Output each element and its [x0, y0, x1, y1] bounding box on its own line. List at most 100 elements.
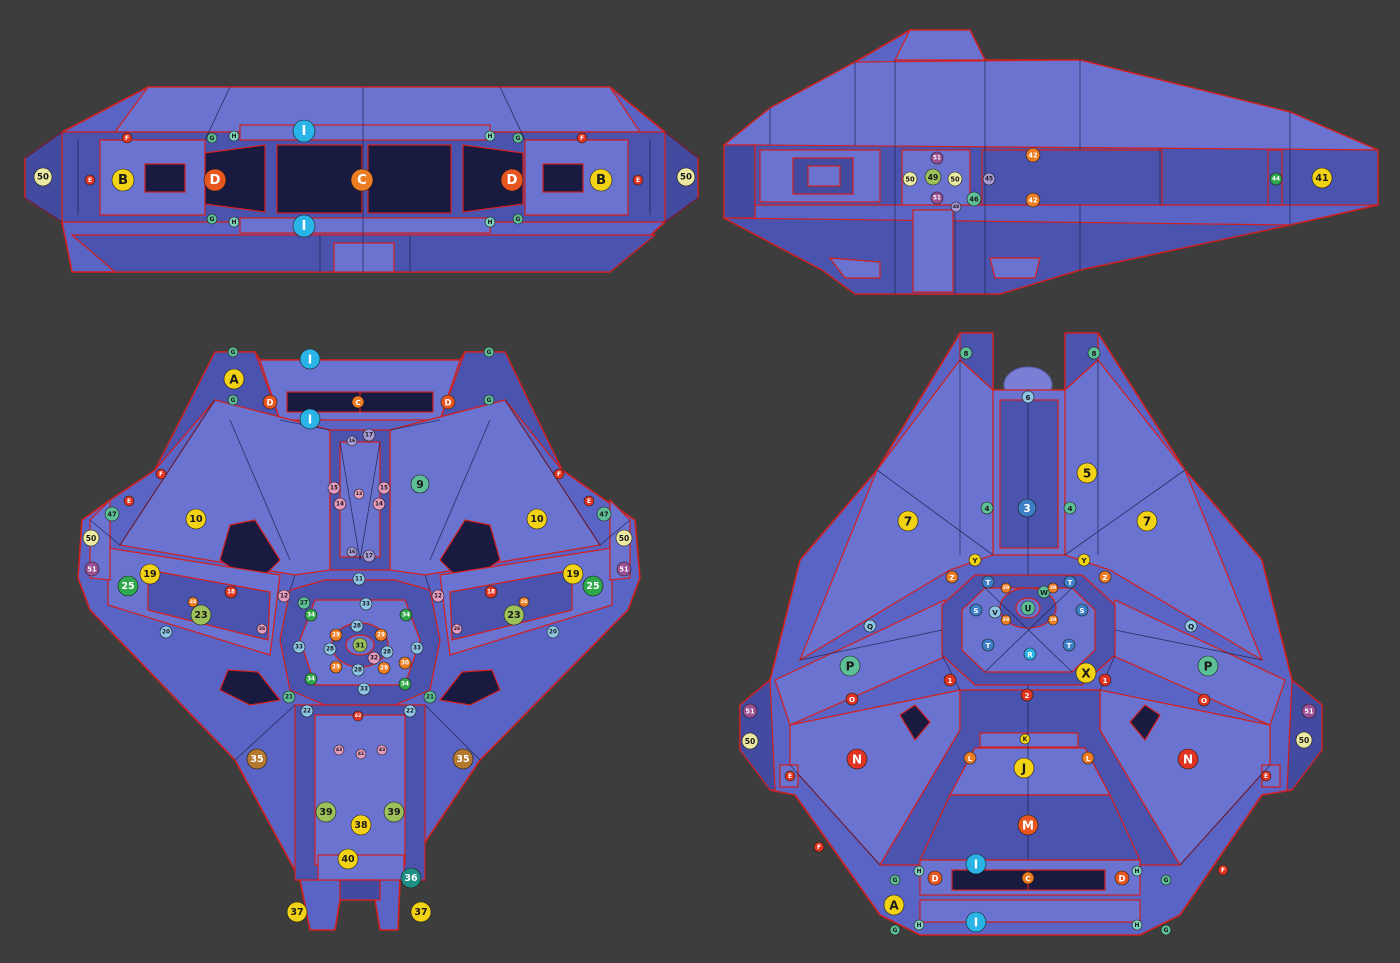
- marker-label: 21: [426, 695, 434, 701]
- marker-label: G: [516, 216, 521, 223]
- marker-circle: [484, 130, 496, 142]
- marker-34: 34: [398, 677, 412, 691]
- marker-22: 22: [403, 704, 417, 718]
- marker-33: 33: [292, 640, 306, 654]
- marker-circle: [484, 216, 496, 228]
- marker-14: 14: [372, 497, 386, 511]
- marker-33: 33: [359, 597, 373, 611]
- marker-g: G: [1160, 924, 1172, 936]
- marker-label: 28: [353, 624, 361, 630]
- marker-42: 42: [1025, 192, 1041, 208]
- marker-o: O: [1197, 693, 1211, 707]
- marker-25: 25: [582, 575, 604, 597]
- marker-label: E: [636, 177, 640, 184]
- marker-circle: [512, 132, 524, 144]
- marker-g: G: [1160, 874, 1172, 886]
- marker-circle: [121, 132, 133, 144]
- marker-circle: [483, 394, 495, 406]
- marker-label: 33: [360, 687, 368, 693]
- marker-label: B: [596, 173, 606, 188]
- marker-label: U: [1025, 604, 1032, 614]
- marker-circle: [927, 870, 943, 886]
- marker-label: 42: [1028, 152, 1038, 160]
- marker-label: 34: [401, 682, 409, 688]
- marker-label: G: [210, 135, 215, 142]
- marker-circle: [227, 346, 239, 358]
- marker-circle: [329, 628, 343, 642]
- marker-circle: [924, 168, 942, 186]
- marker-circle: [1269, 172, 1283, 186]
- marker-circle: [546, 625, 560, 639]
- marker-34: 34: [304, 608, 318, 622]
- marker-label: G: [231, 349, 236, 356]
- marker-circle: [1019, 733, 1031, 745]
- marker-circle: [512, 213, 524, 225]
- marker-label: 7: [1143, 515, 1151, 529]
- marker-label: D: [445, 398, 452, 408]
- marker-circle: [299, 408, 321, 430]
- marker-51: 51: [930, 191, 944, 205]
- marker-label: 50: [1299, 736, 1310, 745]
- marker-circle: [615, 529, 633, 547]
- marker-label: E: [1264, 773, 1268, 780]
- marker-circle: [562, 563, 584, 585]
- marker-label: 38: [354, 820, 368, 831]
- marker-label: O: [1201, 696, 1207, 705]
- marker-circle: [315, 801, 337, 823]
- marker-circle: [33, 167, 53, 187]
- marker-d: D: [262, 394, 278, 410]
- marker-label: 22: [303, 709, 311, 715]
- marker-circle: [889, 924, 901, 936]
- marker-circle: [84, 174, 96, 186]
- marker-38: 38: [350, 814, 372, 836]
- marker-circle: [357, 682, 371, 696]
- marker-circle: [228, 130, 240, 142]
- marker-label: 50: [86, 534, 97, 543]
- marker-circle: [1081, 751, 1095, 765]
- marker-label: 50: [680, 173, 692, 183]
- marker-g: G: [227, 346, 239, 358]
- marker-circle: [377, 661, 391, 675]
- marker-g: G: [206, 213, 218, 225]
- marker-label: I: [302, 124, 307, 139]
- marker-z: Z: [945, 570, 959, 584]
- marker-20: 20: [159, 625, 173, 639]
- marker-circle: [374, 628, 388, 642]
- marker-44: 44: [1269, 172, 1283, 186]
- marker-label: Z: [949, 573, 954, 582]
- marker-label: G: [210, 216, 215, 223]
- marker-label: Q: [1188, 622, 1194, 631]
- marker-label: C: [1025, 874, 1030, 883]
- marker-label: F: [580, 135, 584, 142]
- marker-circle: [583, 495, 595, 507]
- marker-label: 35: [250, 754, 263, 765]
- marker-1: 1: [1098, 673, 1112, 687]
- marker-o: O: [845, 692, 859, 706]
- marker-circle: [959, 346, 973, 360]
- marker-label: 9: [416, 478, 424, 491]
- marker-circle: [410, 474, 430, 494]
- marker-label: 51: [87, 566, 97, 574]
- marker-label: 51: [1304, 708, 1314, 716]
- marker-circle: [351, 663, 365, 677]
- marker-circle: [1020, 688, 1034, 702]
- marker-circle: [1047, 582, 1059, 594]
- marker-label: 34: [307, 677, 315, 683]
- marker-label: G: [893, 877, 898, 884]
- marker-label: G: [231, 397, 236, 404]
- marker-label: G: [487, 397, 492, 404]
- marker-label: 50: [745, 737, 756, 746]
- marker-h: H: [913, 919, 925, 931]
- marker-label: 17: [365, 554, 373, 560]
- marker-circle: [333, 744, 345, 756]
- marker-label: 10: [530, 514, 544, 525]
- marker-21: 21: [423, 690, 437, 704]
- marker-g: G: [512, 213, 524, 225]
- marker-label: A: [889, 899, 899, 913]
- marker-label: D: [932, 874, 939, 884]
- marker-i: I: [965, 853, 987, 875]
- marker-label: 28: [354, 668, 362, 674]
- marker-label: M: [1022, 819, 1034, 833]
- marker-29: 29: [1000, 614, 1012, 626]
- marker-circle: [282, 690, 296, 704]
